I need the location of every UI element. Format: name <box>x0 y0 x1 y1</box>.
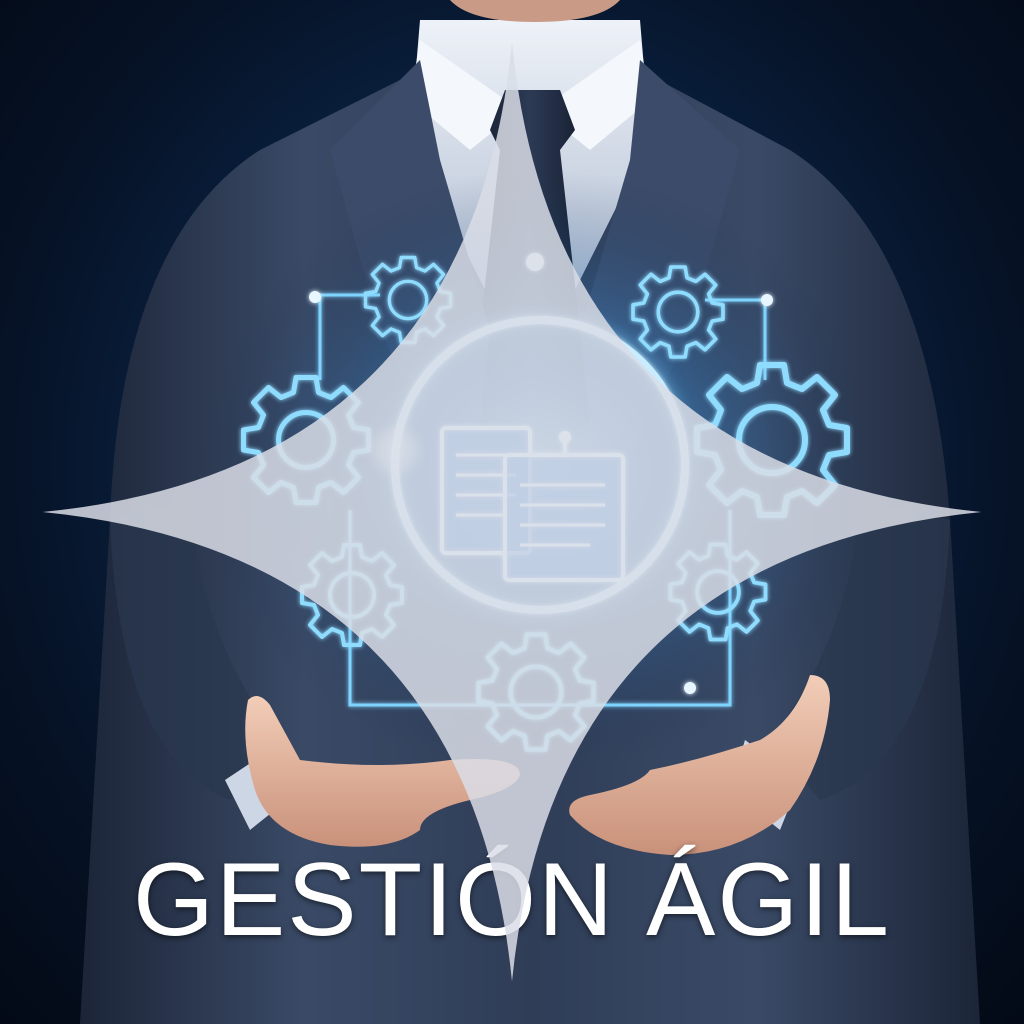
open-hands <box>245 675 830 855</box>
